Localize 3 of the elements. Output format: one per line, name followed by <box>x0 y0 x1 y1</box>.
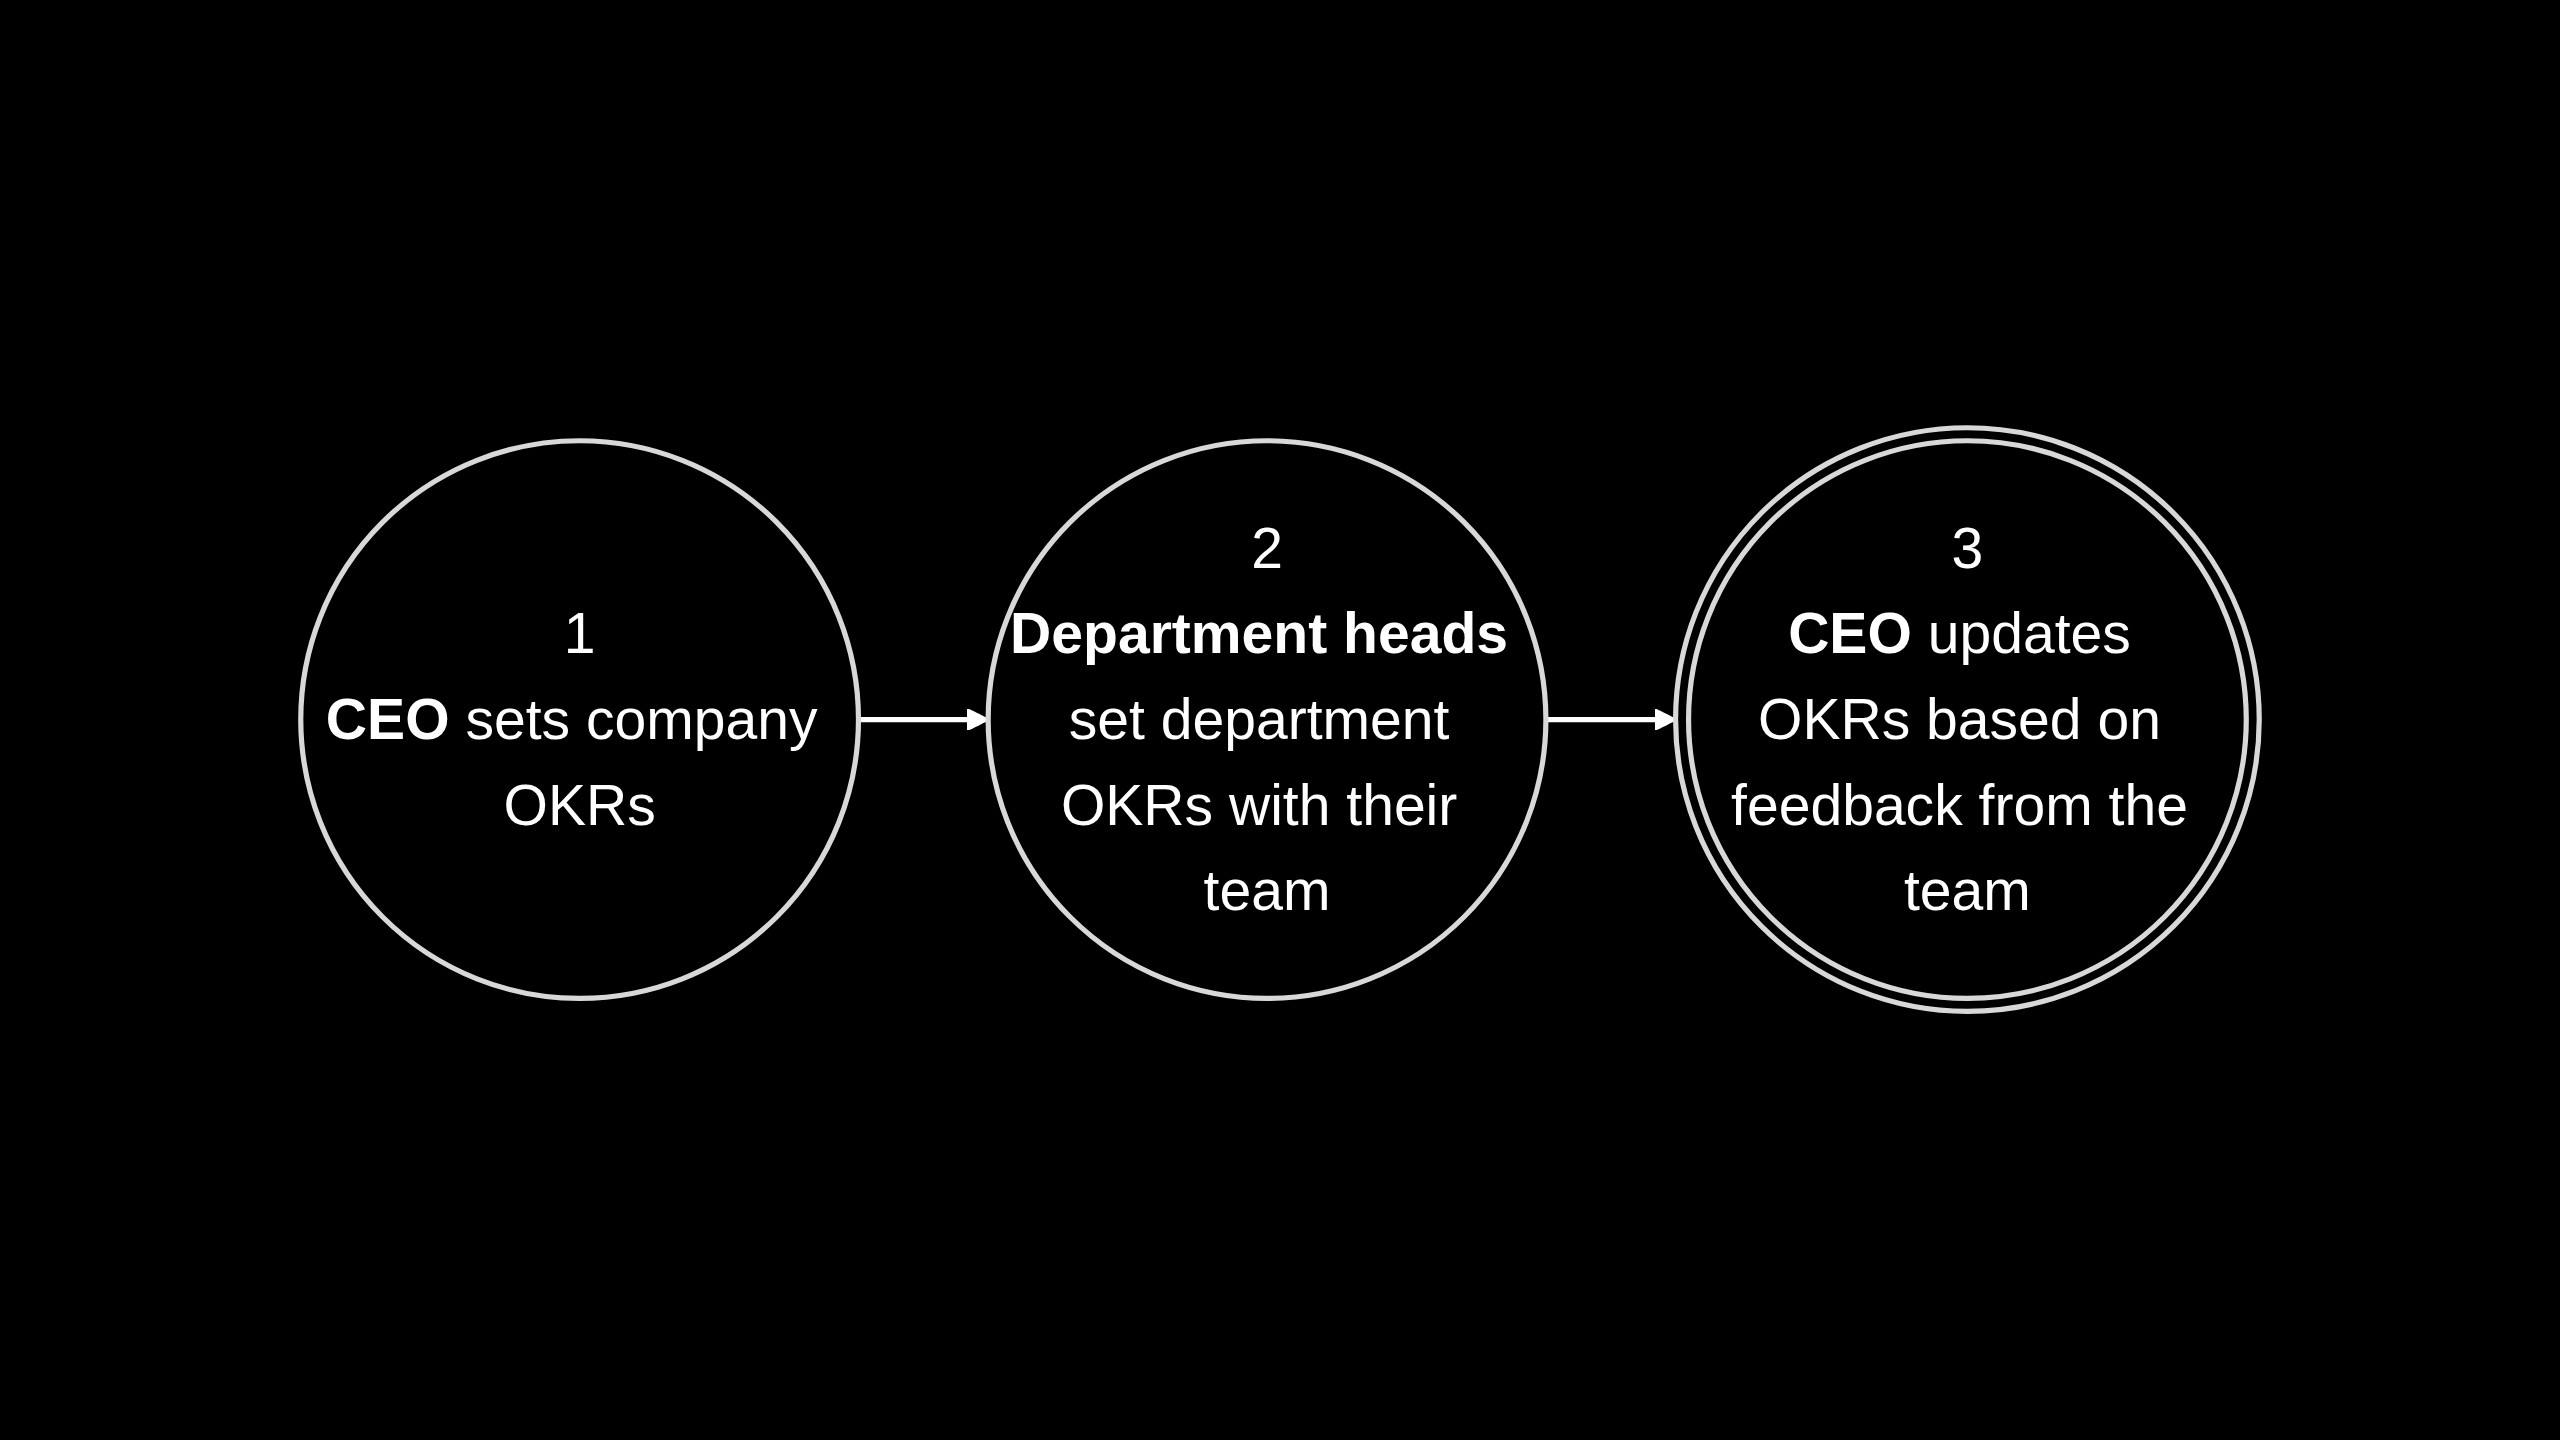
node-circle: 1 CEO sets company OKRs <box>298 438 862 1002</box>
node-circle: 2 Department heads set department OKRs with their team <box>985 438 1549 1002</box>
node-circle: 3 CEO updates OKRs based on feedback from the team <box>1673 425 2262 1015</box>
